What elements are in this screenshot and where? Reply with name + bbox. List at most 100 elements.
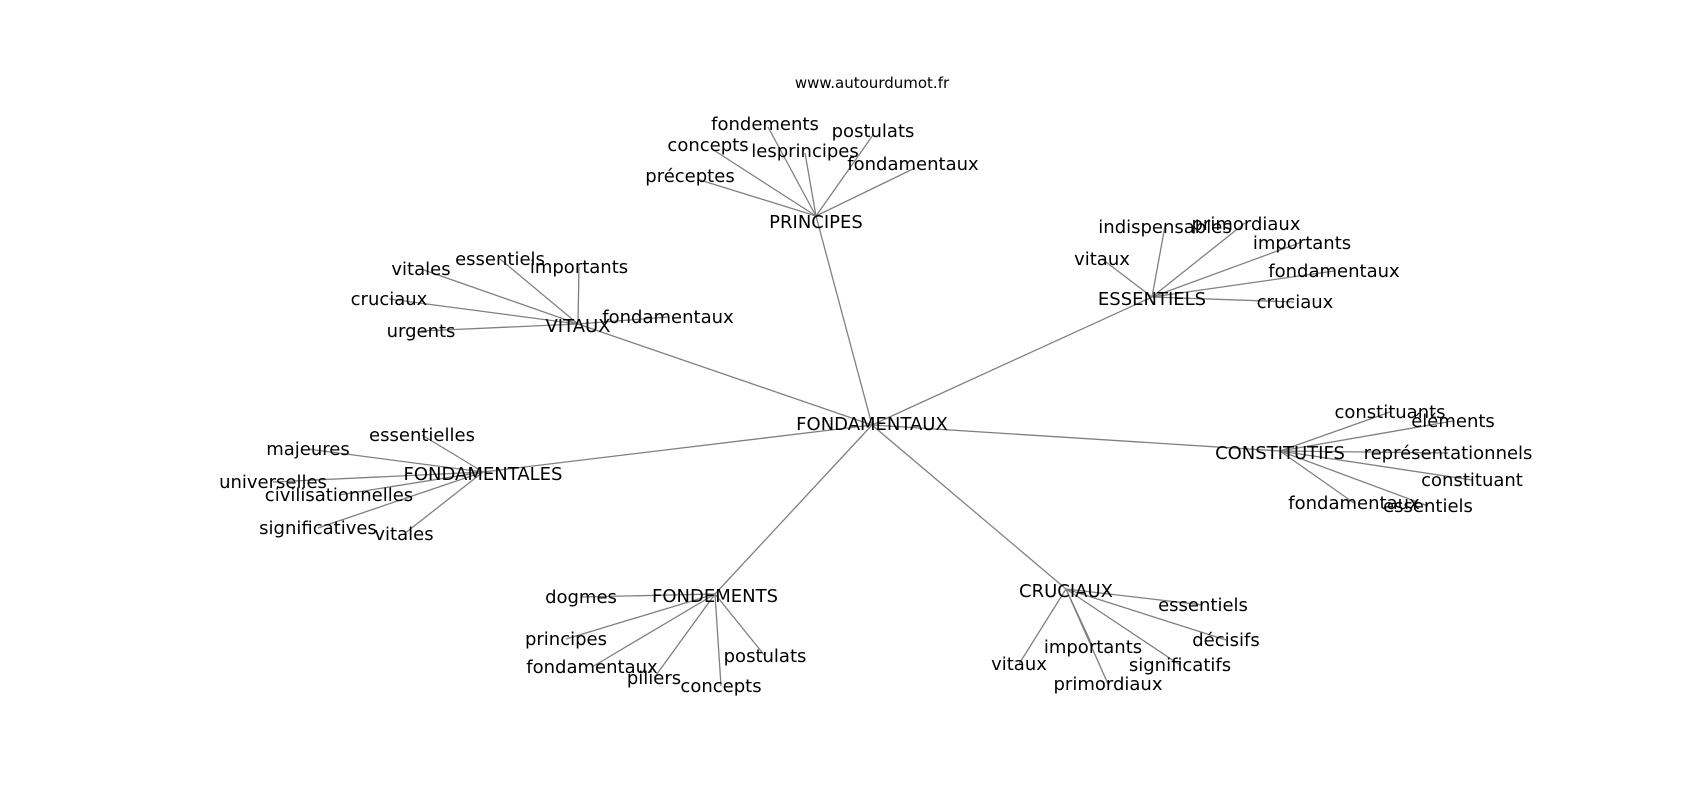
leaf-node-fondamentales-universelles[interactable]: universelles <box>219 472 327 493</box>
source-label: www.autourdumot.fr <box>795 74 950 92</box>
leaf-node-fondements-postulats[interactable]: postulats <box>724 646 807 667</box>
edge-constitutifs-representationnels <box>1279 450 1449 454</box>
edge-essentiels-vitaux <box>1101 258 1153 298</box>
edge-principes-concepts <box>711 148 817 217</box>
leaf-node-cruciaux-significatifs[interactable]: significatifs <box>1129 655 1231 676</box>
edge-vitaux-fondamentaux <box>577 316 669 325</box>
graph-labels: www.autourdumot.fr PRINCIPESfondementsco… <box>219 74 1532 697</box>
hub-node-fondamentales[interactable]: FONDAMENTALES <box>404 464 563 485</box>
leaf-node-fondements-principes[interactable]: principes <box>525 629 607 650</box>
edge-fondements-principes <box>565 593 716 640</box>
edge-center-vitaux <box>577 323 873 426</box>
center-node[interactable]: FONDAMENTAUX <box>796 414 948 435</box>
edge-fondamentales-majeures <box>307 448 484 473</box>
edge-essentiels-primordiaux <box>1151 222 1246 298</box>
leaf-node-constitutifs-constituant[interactable]: constituant <box>1421 470 1523 491</box>
edge-principes-preceptes <box>699 179 817 217</box>
leaf-node-fondamentales-essentielles[interactable]: essentielles <box>369 425 475 446</box>
edge-principes-postulats <box>815 134 874 217</box>
graph-edges <box>272 126 1473 687</box>
leaf-node-cruciaux-importants[interactable]: importants <box>1044 637 1142 658</box>
edge-fondamentales-civilisationnelles <box>338 471 484 496</box>
leaf-node-principes-lesprincipes[interactable]: lesprincipes <box>751 141 858 162</box>
edge-vitaux-vitales <box>420 268 579 325</box>
leaf-node-principes-fondements[interactable]: fondements <box>711 114 819 135</box>
leaf-node-constitutifs-constituants[interactable]: constituants <box>1334 402 1445 423</box>
edge-constitutifs-elements <box>1279 420 1454 452</box>
edge-cruciaux-decisifs <box>1065 588 1227 641</box>
leaf-node-vitaux-essentiels[interactable]: essentiels <box>455 249 545 270</box>
leaf-node-essentiels-cruciaux[interactable]: cruciaux <box>1257 292 1334 313</box>
edge-cruciaux-significatifs <box>1065 588 1181 666</box>
edge-principes-fondements <box>767 126 817 217</box>
edge-center-fondamentales <box>482 424 873 473</box>
leaf-node-fondamentales-civilisationnelles[interactable]: civilisationnelles <box>265 485 413 506</box>
leaf-node-cruciaux-vitaux[interactable]: vitaux <box>991 654 1047 675</box>
leaf-node-principes-preceptes[interactable]: préceptes <box>645 166 734 187</box>
leaf-node-principes-postulats[interactable]: postulats <box>832 121 915 142</box>
leaf-node-cruciaux-decisifs[interactable]: décisifs <box>1192 630 1260 651</box>
leaf-node-fondements-piliers[interactable]: piliers <box>627 668 681 689</box>
edge-fondamentales-vitales <box>403 471 484 535</box>
edge-cruciaux-essentiels <box>1065 588 1204 606</box>
leaf-node-essentiels-primordiaux[interactable]: primordiaux <box>1192 214 1301 235</box>
edge-vitaux-urgents <box>420 323 579 332</box>
edge-cruciaux-primordiaux <box>1065 588 1109 685</box>
edge-fondements-fondamentaux <box>591 593 716 668</box>
edge-center-constitutifs <box>871 424 1281 452</box>
edge-constitutifs-constituants <box>1279 411 1391 452</box>
edge-fondements-piliers <box>653 593 716 679</box>
edge-constitutifs-essentiels <box>1279 450 1429 507</box>
leaf-node-cruciaux-essentiels[interactable]: essentiels <box>1158 595 1248 616</box>
leaf-node-essentiels-vitaux[interactable]: vitaux <box>1074 249 1130 270</box>
edge-principes-fondamentaux <box>815 167 916 217</box>
leaf-node-principes-concepts[interactable]: concepts <box>667 135 748 156</box>
edge-center-principes <box>815 215 873 426</box>
edge-center-cruciaux <box>871 424 1067 590</box>
leaf-node-fondements-fondamentaux[interactable]: fondamentaux <box>526 657 658 678</box>
leaf-node-fondamentales-majeures[interactable]: majeures <box>266 439 350 460</box>
leaf-node-fondements-dogmes[interactable]: dogmes <box>545 587 617 608</box>
hub-node-fondements[interactable]: FONDEMENTS <box>652 586 778 607</box>
leaf-node-fondements-concepts[interactable]: concepts <box>680 676 761 697</box>
leaf-node-constitutifs-elements[interactable]: éléments <box>1411 411 1495 432</box>
leaf-node-principes-fondamentaux[interactable]: fondamentaux <box>847 154 979 175</box>
edge-essentiels-importants <box>1151 241 1303 298</box>
leaf-node-vitaux-fondamentaux[interactable]: fondamentaux <box>602 307 734 328</box>
leaf-node-vitaux-vitales[interactable]: vitales <box>391 259 450 280</box>
edge-essentiels-cruciaux <box>1151 296 1295 303</box>
leaf-node-constitutifs-fondamentaux[interactable]: fondamentaux <box>1288 493 1420 514</box>
edge-constitutifs-fondamentaux <box>1279 450 1355 504</box>
hub-node-essentiels[interactable]: ESSENTIELS <box>1098 289 1206 310</box>
leaf-node-vitaux-cruciaux[interactable]: cruciaux <box>351 289 428 310</box>
edge-constitutifs-constituant <box>1279 450 1473 481</box>
hub-node-constitutifs[interactable]: CONSTITUTIFS <box>1215 443 1345 464</box>
edge-essentiels-indispensables <box>1151 225 1166 298</box>
edge-fondements-postulats <box>714 593 766 657</box>
leaf-node-essentiels-importants[interactable]: importants <box>1253 233 1351 254</box>
leaf-node-essentiels-fondamentaux[interactable]: fondamentaux <box>1268 261 1400 282</box>
edge-vitaux-cruciaux <box>388 298 579 325</box>
edge-vitaux-essentiels <box>499 258 579 325</box>
edge-essentiels-fondamentaux <box>1151 270 1335 298</box>
leaf-node-constitutifs-essentiels[interactable]: essentiels <box>1383 496 1473 517</box>
leaf-node-vitaux-importants[interactable]: importants <box>530 257 628 278</box>
edge-fondements-dogmes <box>580 593 716 598</box>
hub-node-cruciaux[interactable]: CRUCIAUX <box>1019 581 1113 602</box>
leaf-node-constitutifs-representationnels[interactable]: représentationnels <box>1364 443 1533 464</box>
leaf-node-fondamentales-significatives[interactable]: significatives <box>259 518 377 539</box>
edge-vitaux-importants <box>577 266 580 325</box>
edge-fondamentales-essentielles <box>421 434 484 473</box>
edge-cruciaux-vitaux <box>1018 588 1067 665</box>
edge-fondamentales-significatives <box>317 471 484 529</box>
hub-node-principes[interactable]: PRINCIPES <box>769 212 863 233</box>
edge-fondements-concepts <box>714 593 722 687</box>
leaf-node-vitaux-urgents[interactable]: urgents <box>387 321 456 342</box>
edge-principes-lesprincipes <box>804 152 817 217</box>
leaf-node-fondamentales-vitales[interactable]: vitales <box>374 524 433 545</box>
edge-fondamentales-universelles <box>272 471 484 483</box>
leaf-node-essentiels-indispensables[interactable]: indispensables <box>1098 217 1231 238</box>
leaf-node-cruciaux-primordiaux[interactable]: primordiaux <box>1054 674 1163 695</box>
hub-node-vitaux[interactable]: VITAUX <box>545 316 610 337</box>
